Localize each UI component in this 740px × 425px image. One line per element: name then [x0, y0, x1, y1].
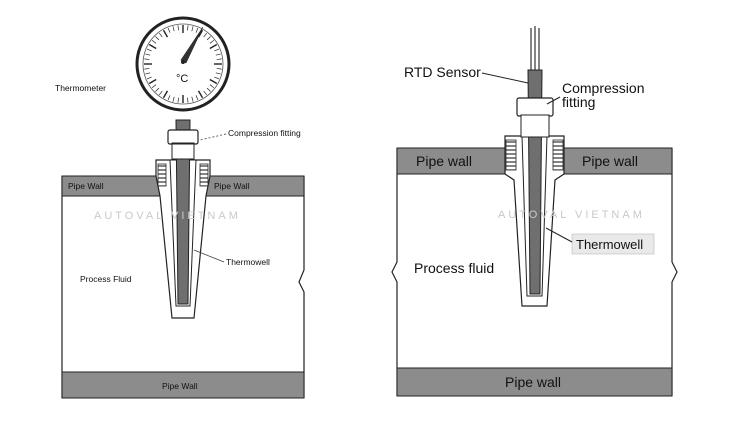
left-pipe-wall-left-label: Pipe Wall [68, 181, 104, 191]
right-thermowell-threads-left [505, 139, 517, 171]
dial-tick [209, 78, 218, 85]
rtd-sensor-wires [530, 26, 540, 70]
dial-tick [216, 58, 222, 60]
dial-tick [155, 87, 160, 92]
dial-tick [187, 97, 189, 103]
dial-tick [216, 68, 222, 70]
dial-tick [158, 90, 163, 96]
left-compression-fitting-leader [199, 133, 227, 141]
right-compression-fitting [516, 97, 554, 117]
left-bottom-pipe-wall [61, 371, 305, 399]
dial-tick [187, 25, 189, 31]
right-fitting-nut [520, 114, 550, 138]
dial-tick [197, 29, 204, 38]
dial-tick [155, 36, 160, 41]
dial-tick [209, 39, 215, 44]
left-thermowell-threads-right [199, 163, 209, 187]
dial-tick [167, 95, 171, 101]
dial-tick [215, 72, 221, 75]
dial-tick [215, 53, 221, 56]
dial-tick [167, 27, 171, 33]
dial-tick [214, 76, 220, 80]
right-pipe-wall-right-label: Pipe wall [582, 153, 638, 169]
dial-tick [151, 84, 157, 89]
dial-tick [191, 26, 194, 32]
left-thermometer-stem [175, 119, 191, 305]
dial-ticks [144, 25, 222, 103]
dial-tick [177, 25, 179, 31]
dial-thermometer: °C [135, 16, 231, 112]
thermometer-label: Thermometer [55, 83, 106, 93]
left-thermowell-leader [193, 249, 225, 263]
dial-tick [146, 48, 152, 52]
rtd-sensor-leader [481, 72, 529, 84]
dial-tick [177, 97, 179, 103]
left-process-fluid-label: Process Fluid [80, 274, 132, 284]
right-compression-fitting-label-line1: Compression [562, 80, 644, 96]
right-thermowell-label-bg [571, 233, 655, 255]
dial-tick [209, 84, 215, 89]
right-diagram: RTD Sensor Compression fitting Pipe wall… [391, 26, 678, 397]
right-pipe-wall-left-label: Pipe wall [416, 153, 472, 169]
dial-tick [203, 32, 208, 38]
right-top-pipe-wall-right [563, 147, 673, 175]
right-compression-fitting-leader [546, 96, 561, 105]
right-watermark: AUTOVAL VIETNAM [498, 209, 645, 221]
dial-tick [206, 87, 211, 92]
right-process-fluid-label: Process fluid [414, 260, 494, 276]
dial-tick [197, 90, 204, 99]
dial-tick [158, 32, 163, 38]
dial-tick [145, 72, 151, 75]
dial-tick [203, 90, 208, 96]
right-thermowell-leader [545, 227, 573, 243]
dial-tick [214, 48, 220, 52]
dial-tick [195, 95, 199, 101]
dial-tick [209, 43, 218, 50]
left-compression-fitting [167, 129, 199, 145]
dial-tick [172, 96, 175, 102]
right-top-pipe-wall-left [396, 147, 506, 175]
right-thermowell-label: Thermowell [576, 237, 643, 252]
left-thermowell-threads-left [157, 163, 167, 187]
dial-tick [144, 68, 150, 70]
left-watermark: AUTOVAL VIETNAM [94, 210, 241, 222]
left-compression-fitting-label: Compression fitting [228, 128, 301, 138]
left-fitting-nut [171, 142, 195, 160]
rtd-sensor-label: RTD Sensor [404, 64, 481, 80]
right-pipe-wall-bottom-label: Pipe wall [505, 374, 561, 390]
dial-tick [148, 78, 157, 85]
right-pipe-outline [391, 148, 678, 396]
dial-tick [144, 58, 150, 60]
dial-tick [162, 29, 169, 38]
dial-tick [162, 90, 169, 99]
dial-unit-label: °C [176, 73, 188, 85]
right-compression-fitting-label-line2: fitting [562, 94, 595, 110]
right-bottom-pipe-wall [396, 367, 673, 397]
dial-tick [145, 53, 151, 56]
left-thermowell-label: Thermowell [226, 257, 270, 267]
dial-tick [172, 26, 175, 32]
left-pipe-outline [61, 176, 305, 398]
dial-tick [148, 43, 157, 50]
dial-tick [195, 27, 199, 33]
dial-tick [151, 39, 157, 44]
left-pipe-wall-right-label: Pipe Wall [214, 181, 250, 191]
left-pipe-wall-bottom-label: Pipe Wall [162, 381, 198, 391]
dial-tick [206, 36, 211, 41]
dial-tick [146, 76, 152, 80]
dial-tick [191, 96, 194, 102]
left-diagram: °C Thermometer Compression fitting Pipe … [55, 16, 305, 399]
right-thermowell-threads-right [552, 139, 564, 171]
